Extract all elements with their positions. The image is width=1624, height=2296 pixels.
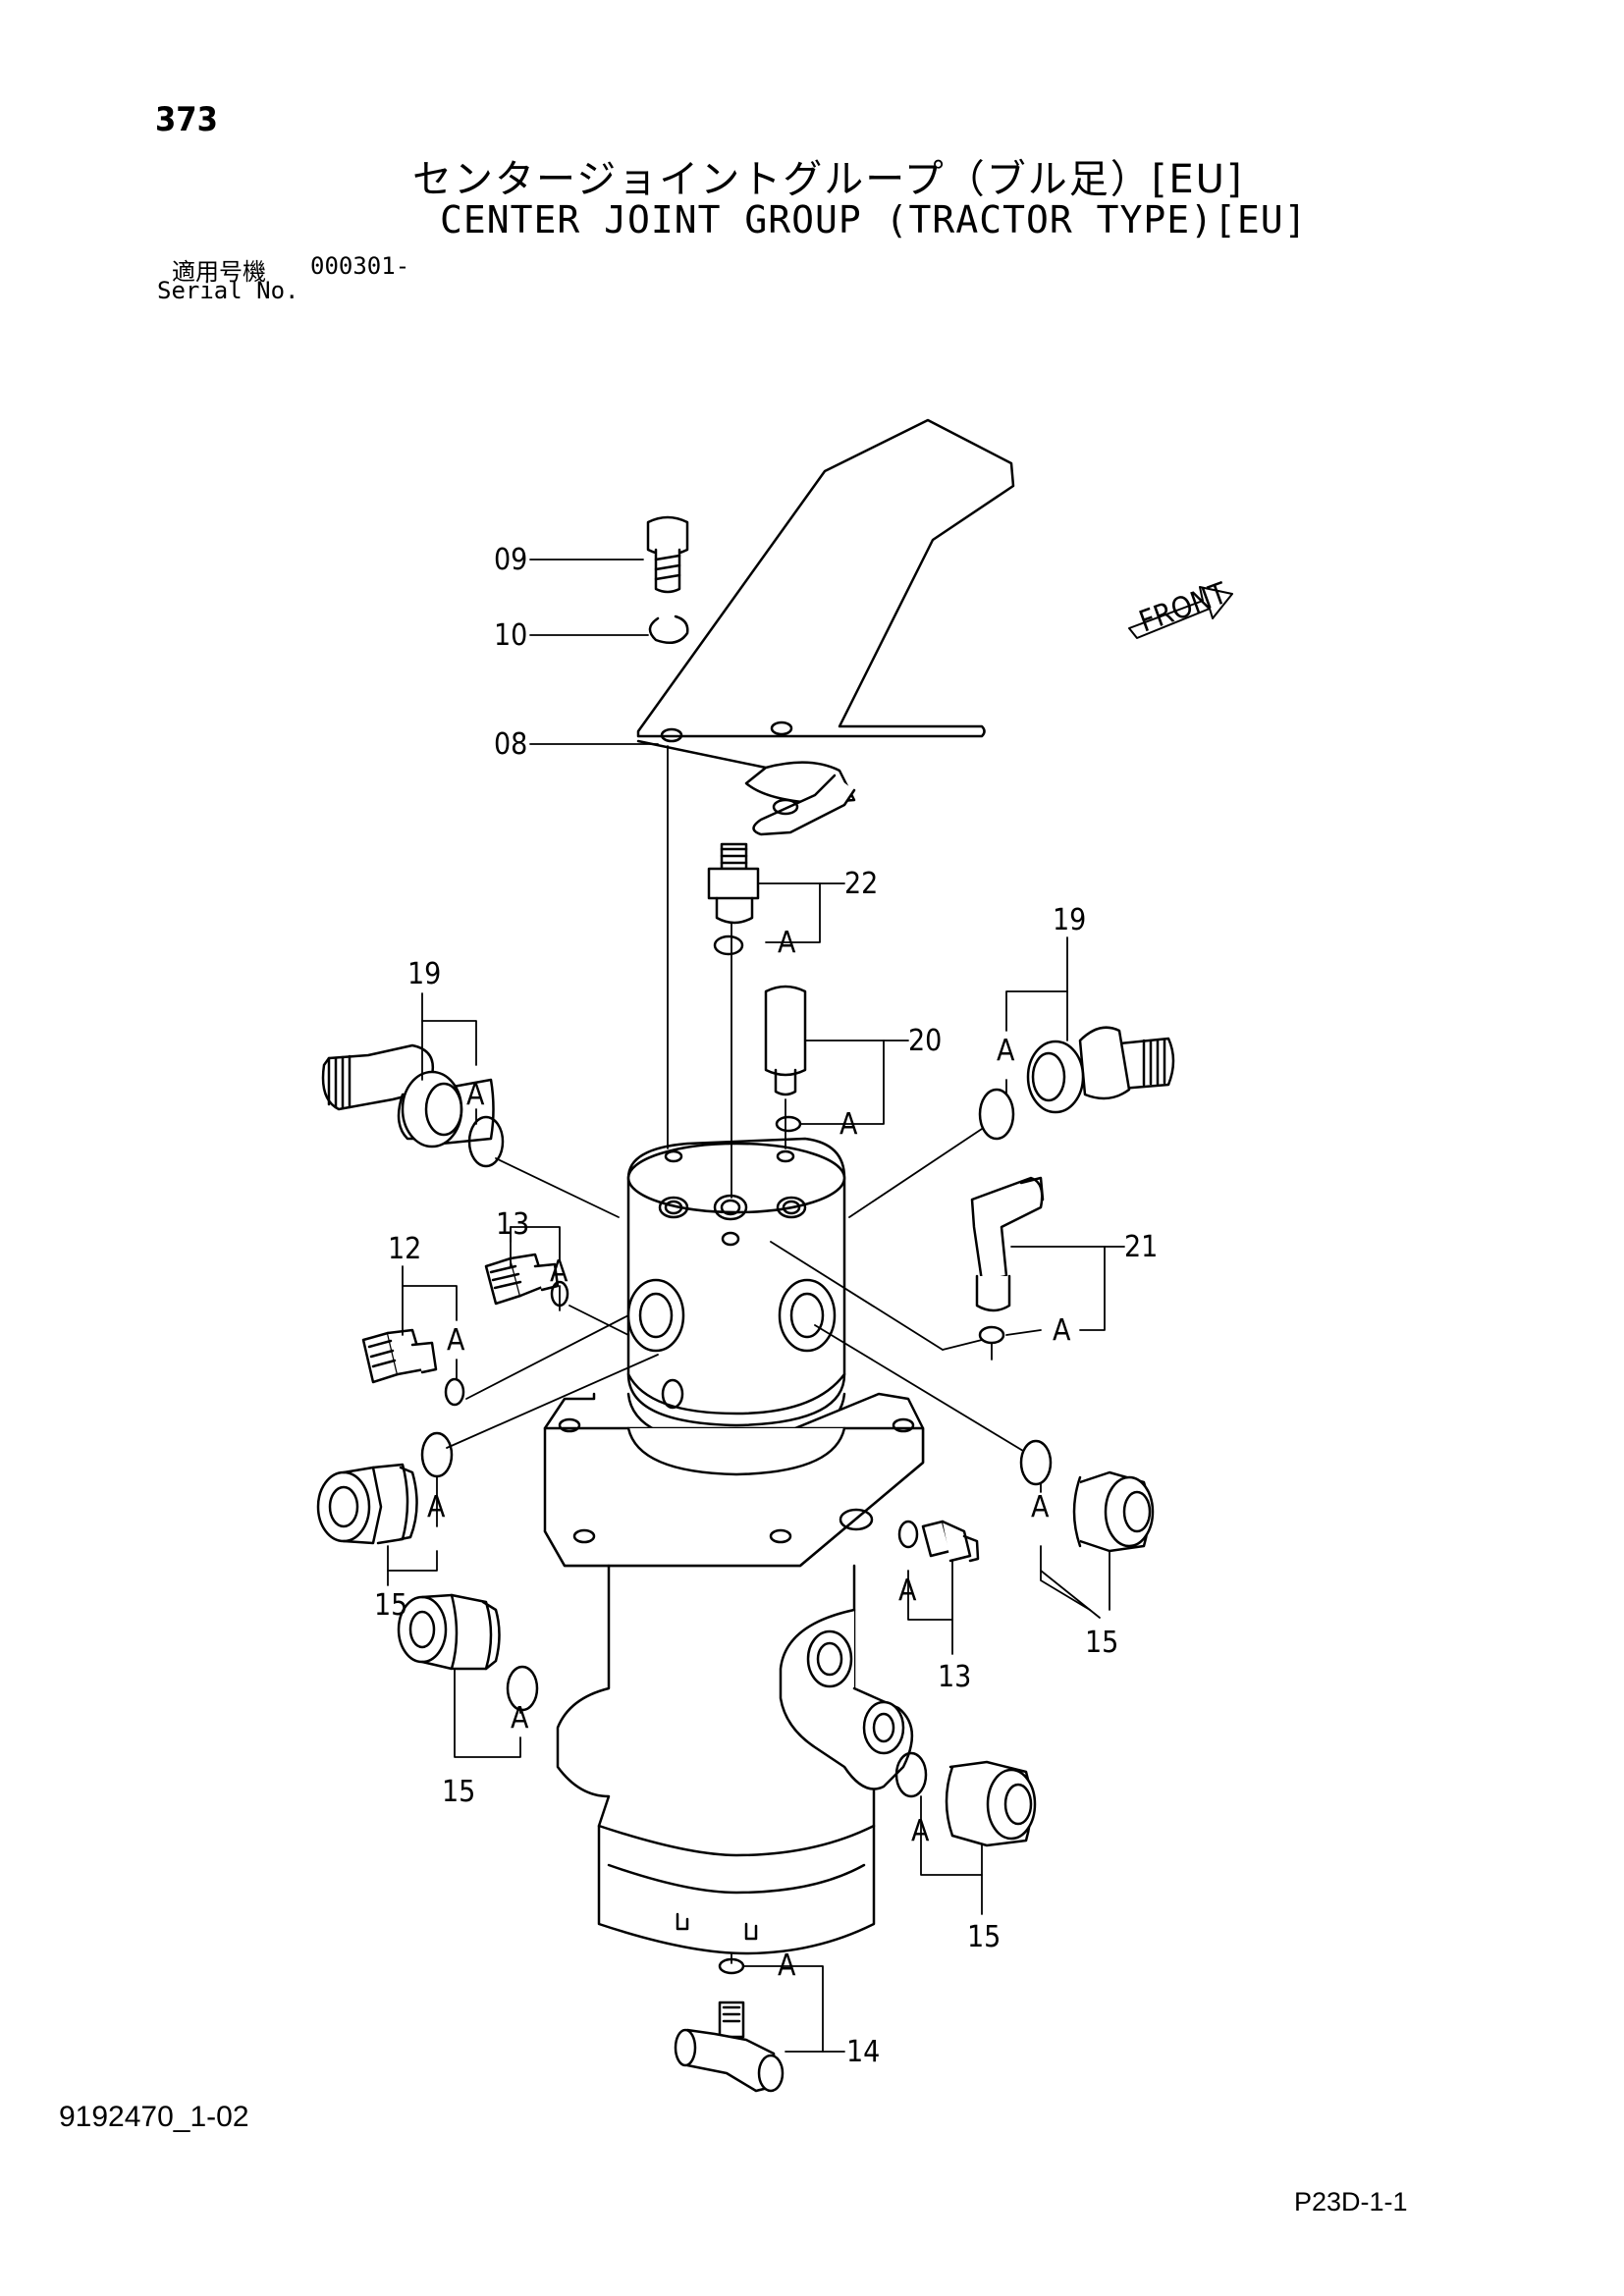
fitting-part-13-right bbox=[921, 1520, 980, 1563]
callout-10: 10 bbox=[494, 618, 527, 653]
marker-a: A bbox=[550, 1255, 568, 1289]
callout-15-right-upper: 15 bbox=[1085, 1626, 1118, 1660]
marker-a: A bbox=[997, 1034, 1015, 1068]
fitting-part-20 bbox=[764, 985, 807, 1096]
o-ring bbox=[897, 1520, 919, 1549]
page-title-english: CENTER JOINT GROUP (TRACTOR TYPE)[EU] bbox=[440, 198, 1308, 241]
elbow-fitting-part-21 bbox=[970, 1176, 1045, 1312]
o-ring bbox=[506, 1665, 539, 1712]
o-ring bbox=[420, 1431, 454, 1478]
bracket-part-08 bbox=[636, 418, 1015, 836]
center-joint-body bbox=[543, 1137, 925, 1955]
adapter-part-15-right-upper bbox=[1072, 1470, 1155, 1553]
marker-a: A bbox=[778, 1949, 796, 1983]
o-ring bbox=[1019, 1439, 1053, 1486]
bolt-part-09 bbox=[646, 515, 689, 594]
elbow-fitting-part-19-left bbox=[321, 1043, 495, 1148]
adapter-part-15-left-upper bbox=[316, 1463, 418, 1545]
o-ring bbox=[978, 1325, 1005, 1345]
washer-part-10 bbox=[648, 614, 689, 645]
tee-fitting-part-14 bbox=[674, 1957, 785, 2093]
marker-a: A bbox=[1031, 1490, 1050, 1524]
leader-lines bbox=[387, 559, 1125, 2053]
page-code: P23D-1-1 bbox=[1294, 2187, 1408, 2216]
marker-a: A bbox=[1053, 1313, 1071, 1348]
callout-14: 14 bbox=[846, 2035, 880, 2069]
o-ring bbox=[894, 1751, 928, 1798]
serial-label-english: Serial No. bbox=[157, 277, 299, 304]
adapter-part-15-left-lower bbox=[397, 1593, 501, 1671]
marker-a: A bbox=[511, 1701, 529, 1735]
callout-12: 12 bbox=[388, 1232, 421, 1266]
callout-19-left: 19 bbox=[407, 957, 441, 991]
marker-a: A bbox=[839, 1107, 858, 1142]
o-ring bbox=[713, 934, 744, 956]
callout-20: 20 bbox=[908, 1024, 942, 1058]
callout-22: 22 bbox=[844, 867, 878, 901]
callout-15-right-lower: 15 bbox=[967, 1920, 1001, 1954]
callout-15-left-lower: 15 bbox=[442, 1775, 475, 1809]
callout-13-right: 13 bbox=[938, 1660, 971, 1694]
fitting-part-12 bbox=[361, 1328, 438, 1384]
marker-a: A bbox=[778, 926, 796, 960]
callout-08: 08 bbox=[494, 727, 527, 762]
fitting-part-13-left bbox=[484, 1253, 560, 1306]
page-title-japanese: センタージョイントグループ（ブル足）[EU] bbox=[412, 157, 1244, 202]
elbow-fitting-part-19-right bbox=[1026, 1026, 1175, 1114]
callout-21: 21 bbox=[1124, 1230, 1158, 1264]
front-label: FRONT bbox=[1135, 576, 1232, 640]
marker-a: A bbox=[427, 1490, 446, 1524]
callout-19-right: 19 bbox=[1053, 903, 1086, 937]
o-ring-markers: A A A A A A A A A A A A A bbox=[427, 926, 1071, 1983]
marker-a: A bbox=[447, 1323, 465, 1358]
callout-labels: 09 10 08 22 20 19 19 21 13 12 15 15 15 1… bbox=[374, 543, 1158, 2069]
marker-a: A bbox=[898, 1574, 917, 1608]
o-ring bbox=[775, 1115, 802, 1133]
document-id: 9192470_1-02 bbox=[59, 2101, 249, 2133]
callout-09: 09 bbox=[494, 543, 527, 577]
o-ring bbox=[467, 1115, 505, 1168]
callout-15-left-upper: 15 bbox=[374, 1588, 407, 1623]
marker-a: A bbox=[911, 1814, 930, 1848]
adapter-part-15-right-lower bbox=[945, 1760, 1037, 1847]
page-number: 373 bbox=[155, 100, 218, 139]
fitting-part-22 bbox=[707, 842, 760, 925]
marker-a: A bbox=[466, 1078, 485, 1112]
o-ring bbox=[444, 1377, 465, 1407]
callout-13-left: 13 bbox=[496, 1207, 529, 1242]
o-ring bbox=[978, 1088, 1015, 1141]
serial-label-japanese: 適用号機 bbox=[172, 258, 266, 286]
front-direction-arrow: FRONT bbox=[1128, 576, 1233, 640]
serial-number-value: 000301- bbox=[310, 252, 410, 280]
